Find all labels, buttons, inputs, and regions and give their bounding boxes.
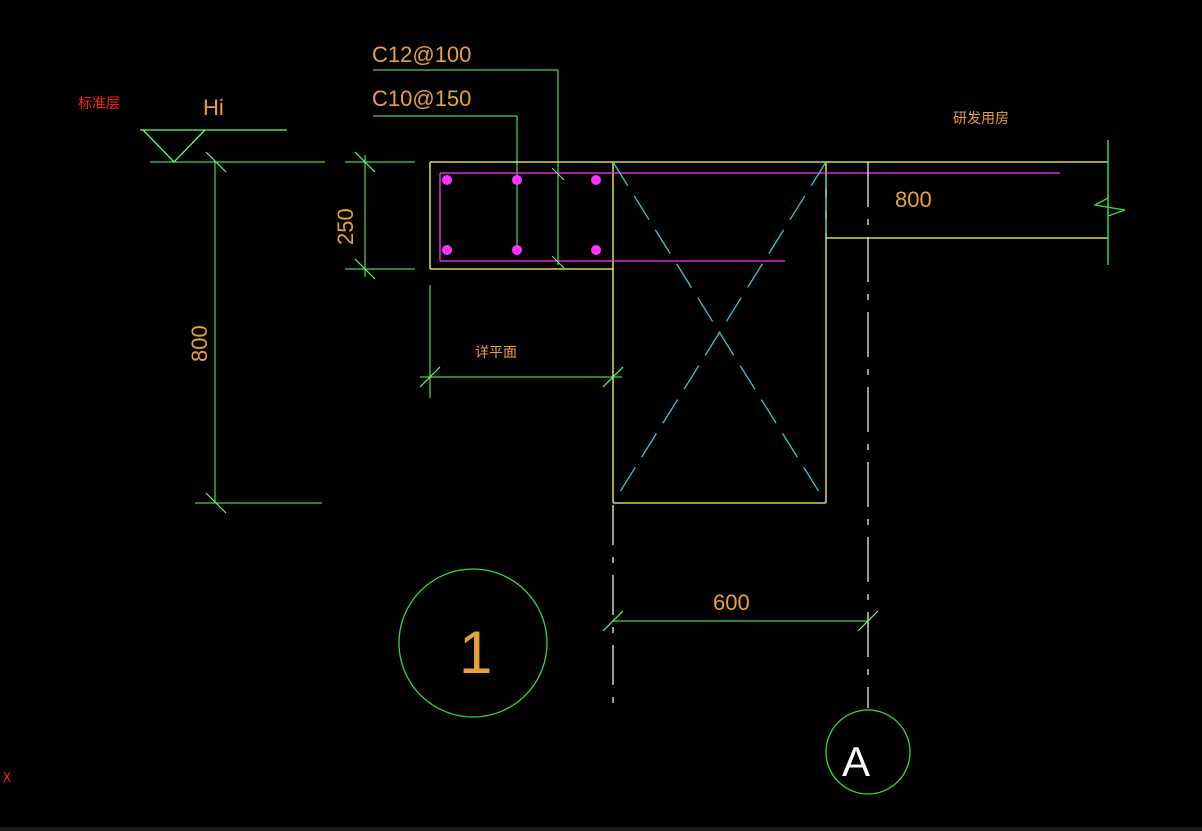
height-dimension [150, 151, 325, 514]
rebar-stirrup-label: C10@150 [372, 86, 471, 111]
rebar-dot [442, 245, 452, 255]
level-label: 标准层 [78, 95, 120, 111]
column-width-dimension [602, 610, 879, 632]
break-line-symbol [1093, 140, 1126, 265]
plan-note-dimension [419, 285, 624, 398]
slab-outline [429, 161, 1108, 504]
elevation-label: Hi [203, 95, 224, 120]
rebar-dot [591, 175, 601, 185]
axis-lines [612, 162, 869, 710]
height-dimension-text: 800 [187, 325, 212, 362]
slab-thickness-text: 250 [333, 208, 358, 245]
column-cross-hidden [612, 161, 827, 504]
rebar-leaders [373, 69, 559, 180]
rebar-dot [512, 175, 522, 185]
rebar-top-label: C12@100 [372, 42, 471, 67]
rebar-dot [591, 245, 601, 255]
rebar-dot [512, 245, 522, 255]
room-label: 研发用房 [953, 110, 1009, 126]
section-circle [398, 568, 548, 718]
elevation-symbol [140, 129, 287, 163]
rebar-cage [439, 167, 1060, 269]
rebar-bars [442, 175, 601, 255]
bottom-border [0, 827, 1202, 831]
plan-note-text: 详平面 [475, 344, 517, 360]
slab-thickness-dimension [345, 151, 415, 280]
axis-label: A [842, 738, 870, 785]
section-number: 1 [459, 619, 492, 686]
axis-bubble [825, 709, 911, 795]
beam-depth-text: 800 [895, 187, 932, 212]
ucs-x-marker: X [3, 771, 11, 786]
column-width-text: 600 [713, 590, 750, 615]
rebar-dot [442, 175, 452, 185]
